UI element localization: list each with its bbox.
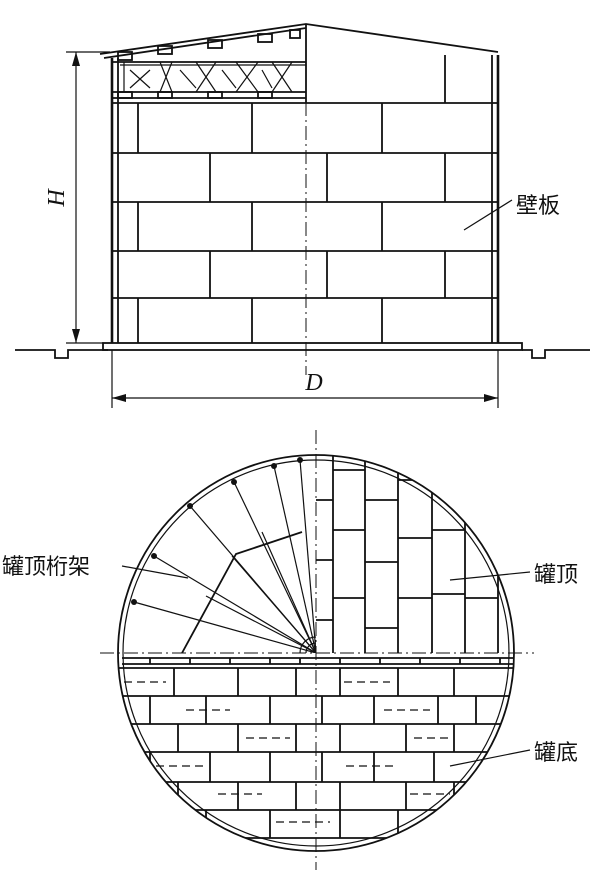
roof-truss-cutaway [112, 29, 306, 99]
bottom-label: 罐底 [534, 741, 578, 766]
ground-line [15, 349, 590, 359]
roof-leader [449, 571, 531, 581]
truss-label: 罐顶桁架 [2, 555, 90, 580]
roof-truss-plan [131, 457, 316, 653]
wall-leader [463, 199, 513, 231]
diameter-dimension: D [111, 350, 499, 408]
wall-label: 壁板 [516, 194, 560, 219]
diameter-symbol: D [304, 370, 322, 396]
tank-plan-view: 罐顶桁架 罐顶 罐底 [2, 430, 578, 870]
roof-label: 罐顶 [534, 563, 578, 588]
bottom-leader [449, 749, 531, 767]
truss-leader [121, 565, 189, 579]
height-symbol: H [44, 188, 70, 208]
wall-panels [110, 55, 500, 343]
height-dimension: H [44, 51, 110, 344]
roof-plates [316, 455, 499, 653]
tank-elevation-view: H D 壁板 [15, 23, 590, 408]
tank-base-plate [102, 342, 523, 351]
